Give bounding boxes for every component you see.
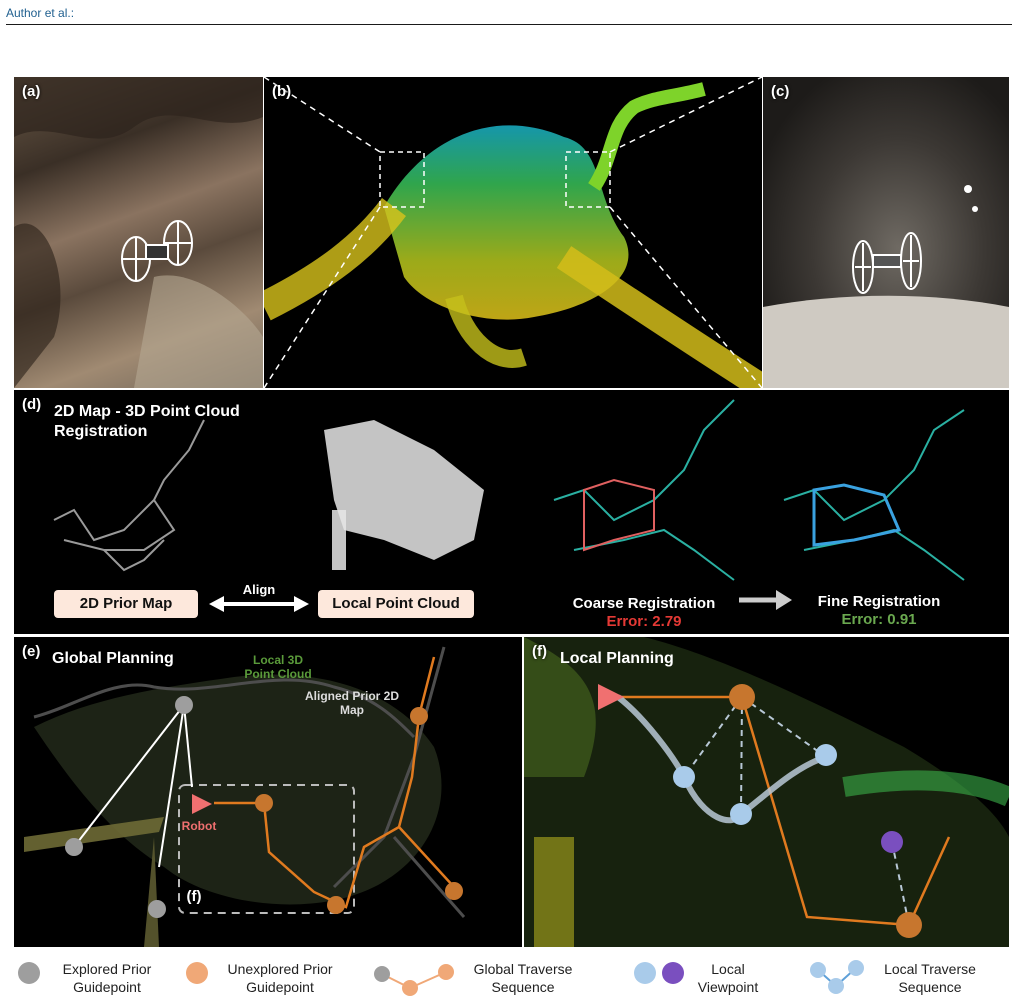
legend-global-seq: Global Traverse Sequence (473, 961, 573, 995)
prior-map-label: 2D Prior Map (54, 590, 198, 618)
robot-marker-icon (192, 794, 212, 814)
local-viewpoint-purple (881, 831, 903, 853)
panel-e-label: (e) (22, 643, 41, 660)
panel-f-label: (f) (532, 643, 547, 660)
unexplored-guidepoint-icon (186, 962, 208, 984)
local-3d-label: Local 3D Point Cloud (244, 653, 312, 681)
panel-e-global-planning: (e) Global Planning Local 3D Point Cloud… (14, 637, 522, 947)
local-planning-map (524, 637, 1009, 947)
explored-guidepoint (65, 838, 83, 856)
unexplored-guidepoint (896, 912, 922, 938)
panel-d-registration: (d) 2D Map - 3D Point Cloud Registration… (14, 390, 1009, 634)
registration-maps (53, 399, 965, 612)
panel-d-title: 2D Map - 3D Point Cloud Registration (54, 403, 240, 440)
unexplored-guidepoint (445, 882, 463, 900)
explored-guidepoint (148, 900, 166, 918)
panel-f-title: Local Planning (560, 650, 674, 667)
explored-guidepoint (175, 696, 193, 714)
local-orange-path (618, 695, 951, 927)
coarse-label: Coarse Registration (572, 595, 716, 612)
pointcloud-3d (264, 77, 762, 388)
explored-guidepoint-icon (18, 962, 40, 984)
fine-error: Error: 0.91 (841, 611, 917, 628)
local-viewpoint-purple-icon (662, 962, 684, 984)
global-planning-map (24, 646, 466, 947)
fine-map-outline (783, 409, 965, 581)
right-arrow-icon (739, 590, 792, 610)
align-label: Align (242, 582, 276, 597)
local-viewpoint (815, 744, 837, 766)
prior-map-outline (53, 419, 205, 572)
author-label: Author et al.: (6, 6, 75, 20)
local-viewpoint (730, 803, 752, 825)
panel-b-pointcloud: (b) (264, 77, 762, 388)
unexplored-guidepoint (410, 707, 428, 725)
robot-label: Robot (181, 819, 217, 833)
align-arrow-icon (209, 596, 309, 612)
local-cloud-shape (324, 420, 484, 570)
panel-f-local-planning: (f) Local Planning (524, 637, 1009, 947)
coarse-map-outline (553, 399, 735, 581)
panel-a-label: (a) (22, 83, 41, 100)
robot-icon (852, 232, 922, 294)
tunnel-scene (763, 185, 1009, 388)
legend-explored: Explored Prior Guidepoint (62, 961, 152, 995)
page-header: Author et al.: (6, 6, 1012, 25)
coarse-error: Error: 2.79 (606, 613, 682, 630)
aligned-prior-label: Aligned Prior 2D Map (304, 689, 399, 717)
f-box-label: (f) (186, 888, 202, 905)
panel-e-title: Global Planning (52, 650, 174, 667)
local-viewpoint-icon (634, 962, 656, 984)
fine-overlay (812, 483, 902, 547)
unexplored-guidepoint (729, 684, 755, 710)
local-traverse-path (616, 694, 827, 824)
local-viewpoint (673, 766, 695, 788)
local-sequence-icon (810, 960, 864, 994)
cave-rock-texture (14, 77, 263, 388)
unexplored-guidepoint (327, 896, 345, 914)
legend: Explored Prior Guidepoint Unexplored Pri… (0, 948, 1018, 1007)
panel-a-photo: (a) (14, 77, 263, 388)
global-sequence-icon (374, 964, 454, 996)
panel-b-label: (b) (272, 83, 292, 100)
fine-label: Fine Registration (817, 593, 941, 610)
robot-icon (121, 220, 193, 282)
panel-c-photo: (c) (763, 77, 1009, 388)
local-cloud-label: Local Point Cloud (318, 590, 474, 618)
coarse-overlay (583, 478, 655, 552)
unexplored-guidepoint (255, 794, 273, 812)
legend-unexplored: Unexplored Prior Guidepoint (227, 961, 333, 995)
robot-marker-icon (598, 684, 624, 710)
legend-local-vp: Local Viewpoint (697, 961, 759, 995)
legend-local-seq: Local Traverse Sequence (884, 961, 976, 995)
panel-d-label: (d) (22, 396, 42, 413)
panel-c-label: (c) (771, 83, 790, 100)
